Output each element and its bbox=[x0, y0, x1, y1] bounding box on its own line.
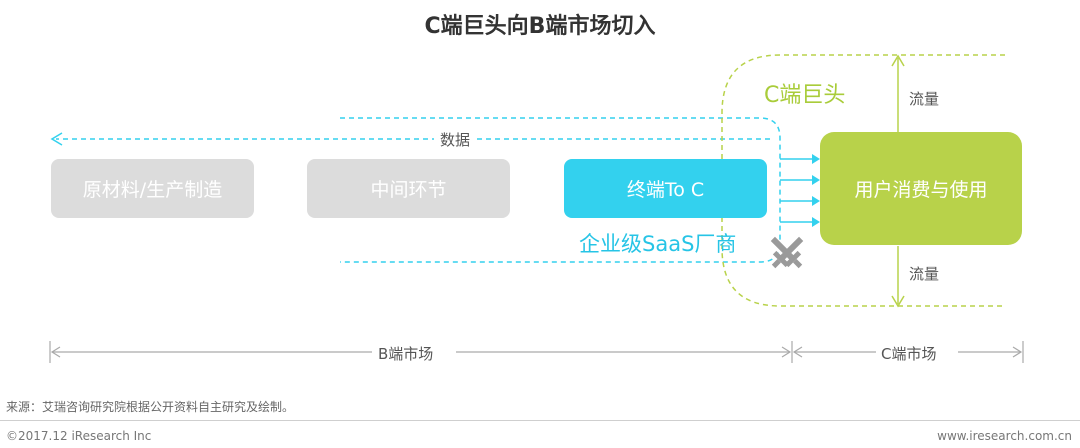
traffic-arrow-top bbox=[891, 54, 905, 132]
c-market-label: C端市场 bbox=[881, 345, 937, 363]
terminal-to-c-box: 终端To C bbox=[564, 159, 767, 218]
copyright-text: ©2017.12 iResearch Inc bbox=[6, 429, 152, 443]
traffic-top-label: 流量 bbox=[909, 90, 940, 108]
intermediate-box: 中间环节 bbox=[307, 159, 510, 218]
data-flow-dashed-region bbox=[340, 117, 781, 263]
traffic-arrow-bottom bbox=[891, 246, 905, 308]
traffic-bottom-label: 流量 bbox=[909, 265, 940, 283]
source-note: 来源：艾瑞咨询研究院根据公开资料自主研究及绘制。 bbox=[6, 400, 295, 414]
diagram-title: C端巨头向B端市场切入 bbox=[424, 14, 656, 39]
c-giant-label: C端巨头 bbox=[764, 83, 846, 108]
data-arrow-head bbox=[50, 132, 63, 146]
c-market-span bbox=[792, 341, 1024, 363]
b-market-span bbox=[49, 341, 793, 363]
enterprise-saas-label: 企业级SaaS厂商 bbox=[579, 232, 737, 256]
crossed-swords-icon bbox=[770, 236, 804, 269]
consumer-usage-box: 用户消费与使用 bbox=[820, 132, 1022, 245]
raw-materials-box: 原材料/生产制造 bbox=[51, 159, 254, 218]
b-market-label: B端市场 bbox=[378, 345, 434, 363]
flow-arrows bbox=[780, 154, 820, 227]
website-link[interactable]: www.iresearch.com.cn bbox=[937, 429, 1072, 443]
data-flow-label: 数据 bbox=[434, 129, 477, 150]
footer-divider bbox=[0, 420, 1080, 421]
